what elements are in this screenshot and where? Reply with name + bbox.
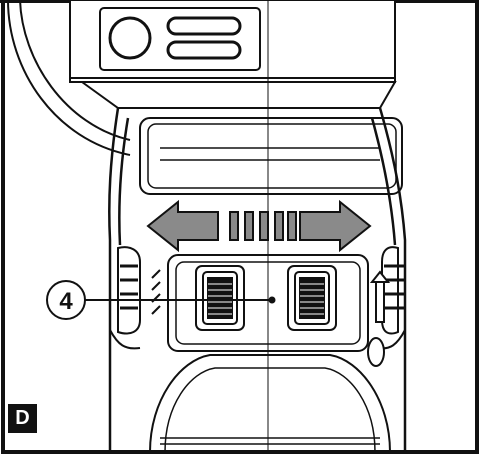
direction-arrow	[146, 199, 372, 253]
head-block	[69, 0, 397, 109]
callout-dot	[268, 296, 276, 304]
slash-marks	[151, 269, 161, 315]
right-slider-button	[287, 265, 337, 331]
callout-circle	[46, 280, 86, 320]
callout-number: 4	[59, 288, 73, 315]
lock-icon	[367, 270, 391, 367]
tool-body	[108, 107, 407, 453]
panel-label: D	[8, 404, 37, 433]
callout: 4	[46, 280, 276, 320]
left-grip-ribs	[117, 246, 141, 335]
right-grip-ribs	[381, 246, 404, 335]
left-slider-button	[195, 265, 245, 331]
